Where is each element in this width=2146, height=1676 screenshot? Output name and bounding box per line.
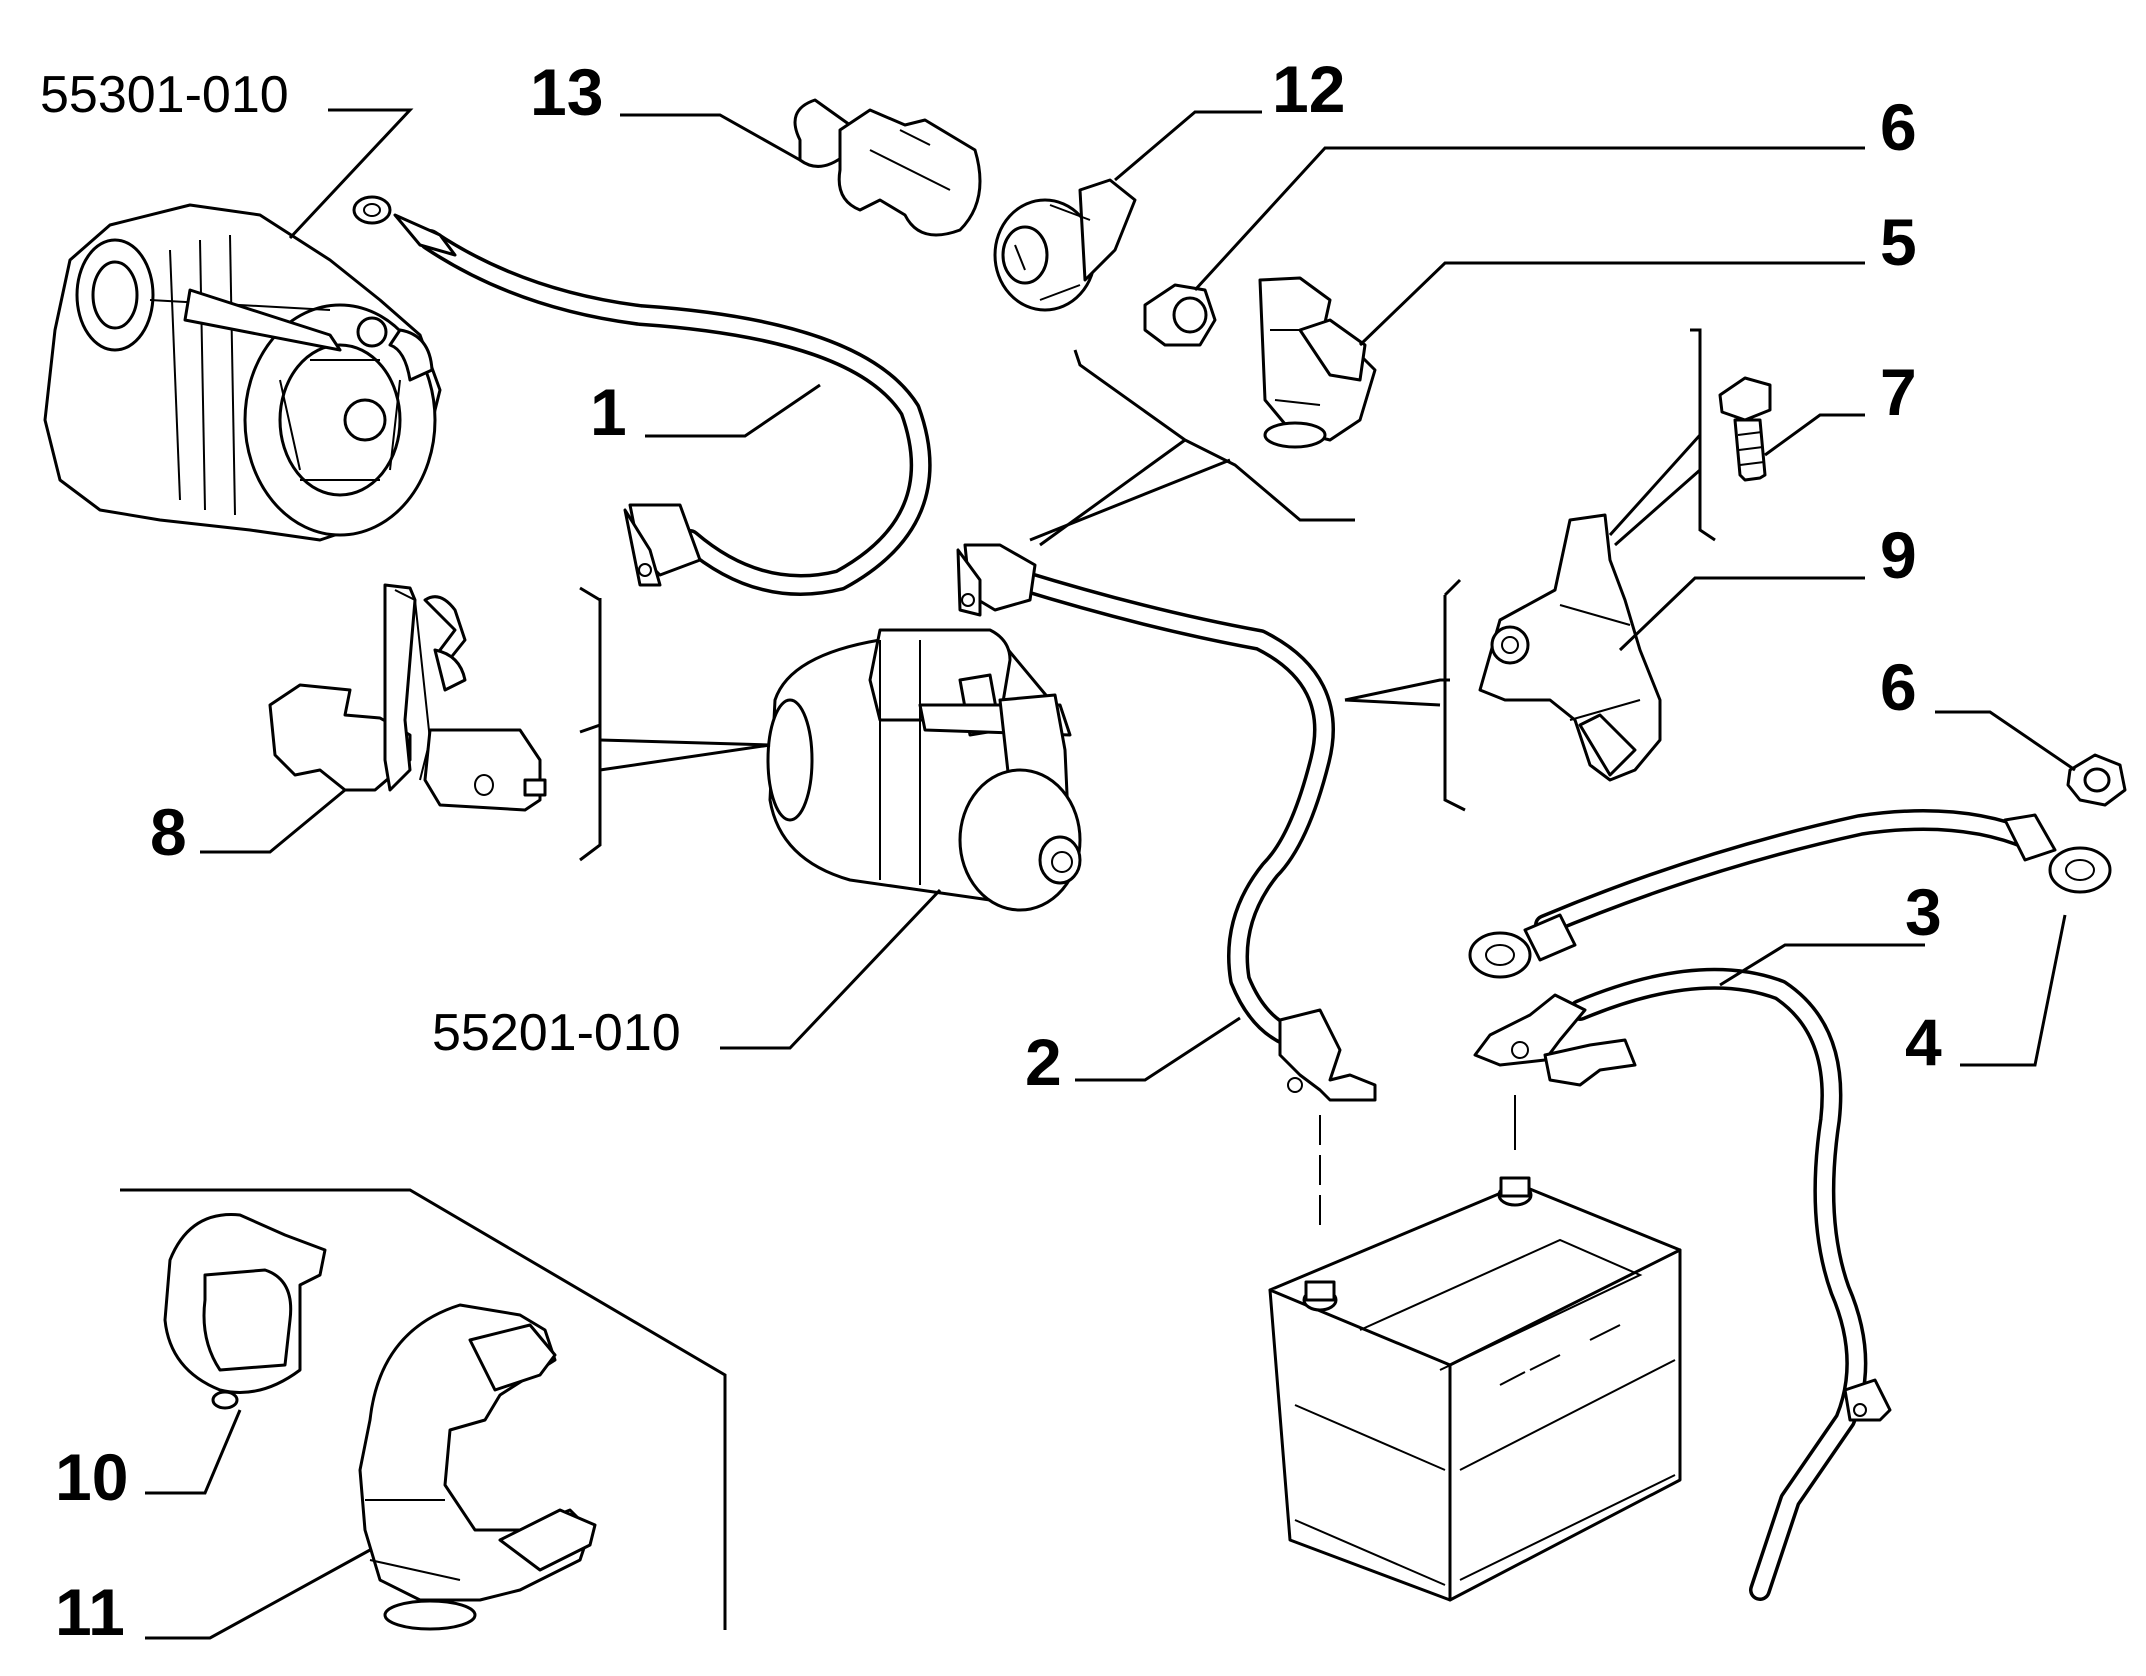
label-1: 1 bbox=[590, 375, 821, 449]
clip-11-icon bbox=[358, 1303, 597, 1631]
label-2-text: 2 bbox=[1025, 1025, 1062, 1099]
label-4: 4 bbox=[1905, 914, 2067, 1079]
group-bracket-10-11 bbox=[120, 1188, 727, 1630]
label-1-text: 1 bbox=[590, 375, 627, 449]
alternator-ref-text: 55301-010 bbox=[40, 66, 289, 124]
label-7-text: 7 bbox=[1880, 355, 1917, 429]
nut-6-right-icon bbox=[2066, 753, 2127, 807]
alternator-icon bbox=[43, 203, 442, 542]
label-5-text: 5 bbox=[1880, 205, 1917, 279]
alternator-ref-label: 55301-010 bbox=[40, 66, 414, 240]
label-10: 10 bbox=[55, 1409, 242, 1514]
label-4-text: 4 bbox=[1905, 1005, 1942, 1079]
nut-6-top-icon bbox=[1143, 283, 1217, 347]
bracket-7-9 bbox=[1608, 328, 1716, 547]
label-13: 13 bbox=[530, 55, 801, 162]
label-5: 5 bbox=[1358, 205, 1917, 347]
cable-4-icon bbox=[1468, 809, 2112, 979]
cable-1-icon bbox=[352, 195, 932, 596]
label-6-right-text: 6 bbox=[1880, 650, 1917, 724]
label-8-text: 8 bbox=[150, 795, 187, 869]
cable-3-icon bbox=[1473, 967, 1892, 1601]
bracket-starter-left bbox=[579, 586, 771, 862]
clip-13-icon bbox=[793, 98, 982, 237]
label-9: 9 bbox=[1618, 518, 1917, 652]
label-12-text: 12 bbox=[1272, 52, 1345, 126]
starter-ref-text: 55201-010 bbox=[432, 1004, 681, 1062]
bracket-cable2-group bbox=[1443, 578, 1466, 812]
label-6-top-text: 6 bbox=[1880, 90, 1917, 164]
bracket-9-icon bbox=[1478, 513, 1662, 782]
label-6-right: 6 bbox=[1880, 650, 2076, 772]
bracket-cable2-right bbox=[1344, 678, 1450, 707]
label-11-text: 11 bbox=[55, 1575, 125, 1649]
label-8: 8 bbox=[150, 788, 346, 869]
starter-ref-label: 55201-010 bbox=[432, 888, 942, 1062]
clip-5-icon bbox=[1258, 276, 1377, 449]
battery-icon bbox=[1268, 1095, 1682, 1602]
label-9-text: 9 bbox=[1880, 518, 1917, 592]
grommet-12-icon bbox=[993, 178, 1137, 312]
label-2: 2 bbox=[1025, 1016, 1241, 1099]
label-3-text: 3 bbox=[1905, 875, 1942, 949]
grommet-10-icon bbox=[163, 1213, 327, 1410]
label-12: 12 bbox=[1114, 52, 1345, 182]
bolt-7-icon bbox=[1718, 376, 1772, 482]
label-10-text: 10 bbox=[55, 1440, 128, 1514]
label-6-top: 6 bbox=[1193, 90, 1917, 292]
label-13-text: 13 bbox=[530, 55, 603, 129]
label-11: 11 bbox=[55, 1548, 371, 1649]
starter-motor-icon bbox=[766, 628, 1082, 912]
label-3: 3 bbox=[1719, 875, 1942, 987]
bracket-8-icon bbox=[268, 583, 547, 812]
cable-2-icon bbox=[956, 543, 1377, 1102]
group-bracket-cable2 bbox=[1029, 349, 1355, 547]
label-7: 7 bbox=[1764, 355, 1917, 457]
